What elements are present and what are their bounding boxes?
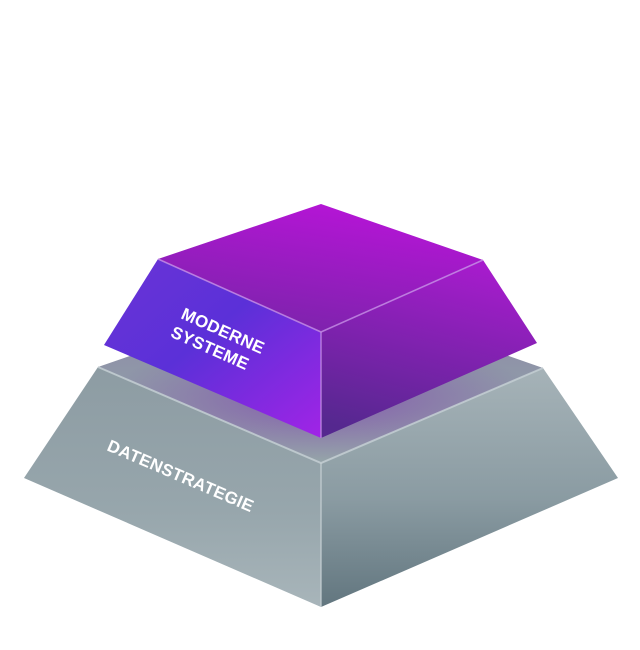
moderne-systeme-left-face	[104, 259, 321, 438]
moderne-systeme-top-face	[158, 204, 483, 332]
layer-moderne-systeme: MODERNE SYSTEME	[104, 204, 537, 438]
datenstrategie-right-face	[321, 368, 618, 607]
moderne-systeme-right-face	[321, 260, 537, 438]
datenstrategie-left-face	[24, 367, 321, 607]
